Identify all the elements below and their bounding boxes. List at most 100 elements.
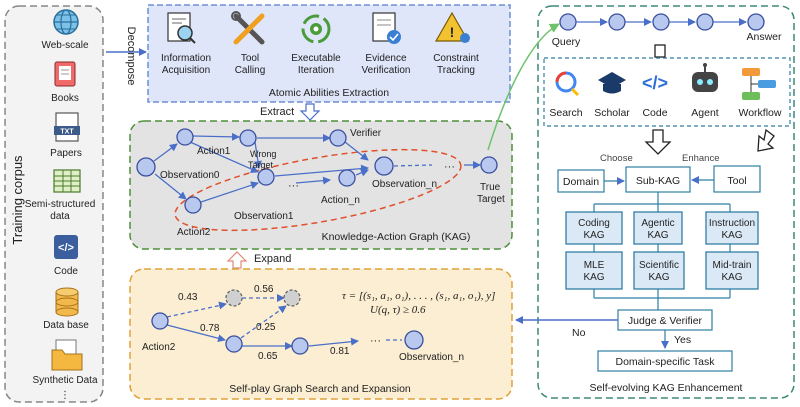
ability-3-line2: Iteration [298,65,334,76]
sp-formula-trajectory: τ = [(s₁, a₁, o₁), . . . , (s₁, a₁, o₁),… [342,290,495,302]
kag-node-verifier [329,129,347,147]
kag-box-mle-l2: KAG [583,272,604,283]
sp-label-dots: ··· [370,335,381,347]
kag-box-midtrain [705,251,759,290]
ability-1-line2: Acquisition [162,65,210,76]
tool-label: Tool [727,175,746,187]
document-search-icon [167,12,196,44]
papers-txt-tag: TXT [60,129,74,136]
code-icon: </> [642,73,668,93]
kag-node-observation-n [374,156,394,176]
corpus-item-papers: Papers [50,148,82,159]
kag-box-mle-l1: MLE [584,260,605,271]
sp-weight-0-56: 0.56 [254,284,274,295]
kag-box-instruction-l2: KAG [721,230,742,241]
kag-label-action-n: Action_n [321,195,360,206]
checklist-icon [372,12,401,44]
tools-to-tool-arrow [757,128,775,152]
kag-label-dots-1: ··· [288,180,299,192]
extract-arrow [299,103,321,121]
folder-icon [51,339,83,371]
sp-node-candidate-2 [283,289,301,307]
decompose-label: Decompose [125,27,137,86]
corpus-item-database: Data base [43,320,89,331]
sp-weight-0-25: 0.25 [256,322,276,333]
corpus-item-code: Code [54,266,78,277]
kag-box-agentic [633,211,683,245]
kag-node-true-target [480,156,498,174]
sp-node-action2 [151,312,169,330]
scholar-icon [598,72,626,94]
kag-label-true-target: Target [477,194,505,205]
corpus-item-web-scale: Web-scale [41,40,88,51]
kag-box-coding-l2: KAG [583,230,604,241]
kag-label-wrong: Wrong [250,149,276,159]
tool-label-scholar: Scholar [594,107,630,119]
kag-panel: Action1 Wrong Target Verifier Observatio… [129,120,513,250]
svg-text:</>: </> [642,73,668,93]
choose-label: Choose [600,153,633,164]
ability-1-line1: Information [161,53,211,64]
papers-icon: TXT [54,112,80,142]
kag-box-midtrain-l1: Mid-train [713,260,752,271]
kag-box-coding-l1: Coding [578,218,610,229]
pipeline-caption: Self-evolving KAG Enhancement [590,382,743,394]
kag-label-verifier: Verifier [350,128,382,139]
ability-2-line2: Calling [235,65,266,76]
ability-5-line2: Tracking [437,65,475,76]
tool-label-agent: Agent [691,107,719,119]
task-label: Domain-specific Task [615,356,715,368]
corpus-item-synthetic-data: Synthetic Data [32,375,97,386]
agent-robot-icon [692,63,718,92]
self-play-panel: 0.43 0.56 0.78 0.25 0.65 0.81 Action2 ··… [129,268,513,400]
tools-to-subkag-arrow [644,129,672,155]
pipeline-answer-label: Answer [746,31,782,43]
tool-label-workflow: Workflow [739,107,782,119]
kag-caption: Knowledge-Action Graph (KAG) [322,231,471,243]
kag-box-scientific [633,251,685,290]
domain-label: Domain [563,176,599,188]
corpus-item-semi-structured: Semi-structured [25,199,96,210]
pipeline-query-label: Query [552,36,581,48]
kag-node-action1 [176,128,194,146]
selfplay-caption: Self-play Graph Search and Expansion [229,383,411,395]
kag-box-coding [565,211,623,245]
kag-label-observation0: Observation0 [160,170,220,181]
ability-3-line1: Executable [291,53,341,64]
sp-label-action2: Action2 [142,342,176,353]
sp-weight-0-43: 0.43 [178,292,198,303]
kag-label-action2: Action2 [177,227,211,238]
sp-node-next [291,337,309,355]
kag-box-scientific-l2: KAG [648,272,669,283]
tool-box [713,165,761,193]
sp-weight-0-78: 0.78 [200,323,220,334]
books-icon [54,61,76,87]
kag-node-action-n [338,169,356,187]
sp-formula-utility: U(q, τ) ≥ 0.6 [370,304,426,316]
subkag-label: Sub-KAG [636,175,680,187]
svg-text:</>: </> [58,242,74,254]
task-box [597,350,733,372]
kag-box-instruction [705,211,759,245]
judge-label: Judge & Verifier [628,315,703,327]
kag-node-observation1 [257,168,275,186]
expand-arrow [226,251,248,269]
no-label: No [572,327,586,339]
kag-box-agentic-l2: KAG [647,230,668,241]
abilities-caption: Atomic Abilities Extraction [269,87,389,99]
corpus-item-data: data [50,211,70,222]
kag-node-observation0 [136,157,156,177]
kag-highlight-ellipse [174,148,462,232]
kag-label-true: True [480,182,501,193]
search-icon [555,71,580,97]
kag-node-action2 [184,196,202,214]
workflow-icon [742,68,776,100]
pipeline-node-query [559,13,577,31]
kag-to-query-curve [487,23,560,151]
pipeline-node-answer [747,13,765,31]
yes-label: Yes [674,334,691,346]
kag-node-wrong-target [239,129,257,147]
ability-4-line1: Evidence [365,53,407,64]
corpus-ellipsis: ⋮ [60,390,70,401]
